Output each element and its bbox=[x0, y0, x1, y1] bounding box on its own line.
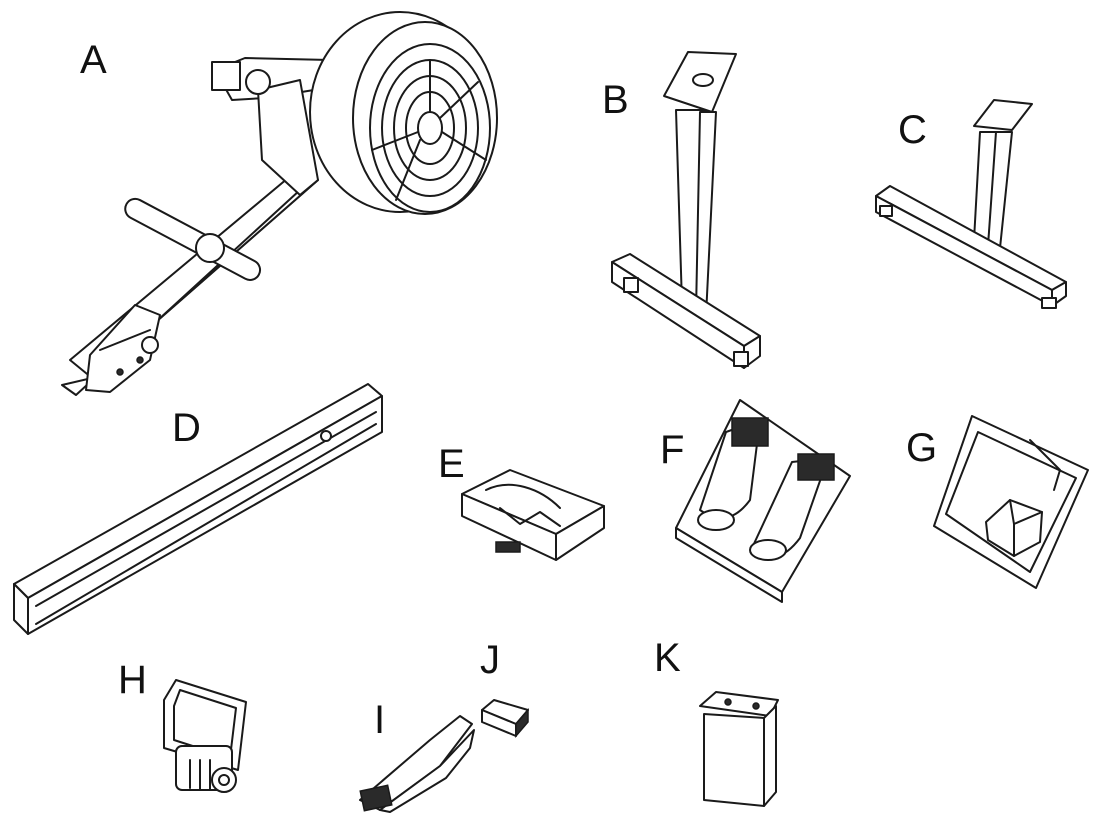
part-k-holder bbox=[699, 691, 779, 807]
part-g-footplate-base bbox=[933, 415, 1089, 589]
part-label-h: H bbox=[118, 658, 147, 702]
part-d-monorail bbox=[13, 383, 383, 635]
part-label-f: F bbox=[660, 428, 685, 472]
part-label-c: C bbox=[898, 108, 927, 152]
part-label-a: A bbox=[80, 38, 107, 82]
part-label-b: B bbox=[602, 78, 629, 122]
part-e-seat bbox=[461, 469, 605, 561]
part-label-g: G bbox=[906, 426, 938, 470]
part-j-clip bbox=[481, 699, 529, 739]
part-i-arm-cover bbox=[359, 715, 475, 813]
part-b-front-leg bbox=[611, 51, 761, 369]
part-h-monitor bbox=[163, 679, 247, 793]
part-label-i: I bbox=[374, 698, 386, 742]
part-label-k: K bbox=[654, 636, 681, 680]
part-c-rear-leg bbox=[875, 99, 1067, 309]
part-label-e: E bbox=[438, 442, 465, 486]
part-label-j: J bbox=[480, 638, 500, 682]
part-f-footplate bbox=[675, 399, 851, 603]
part-a-main-frame bbox=[61, 11, 498, 396]
part-label-d: D bbox=[172, 406, 201, 450]
